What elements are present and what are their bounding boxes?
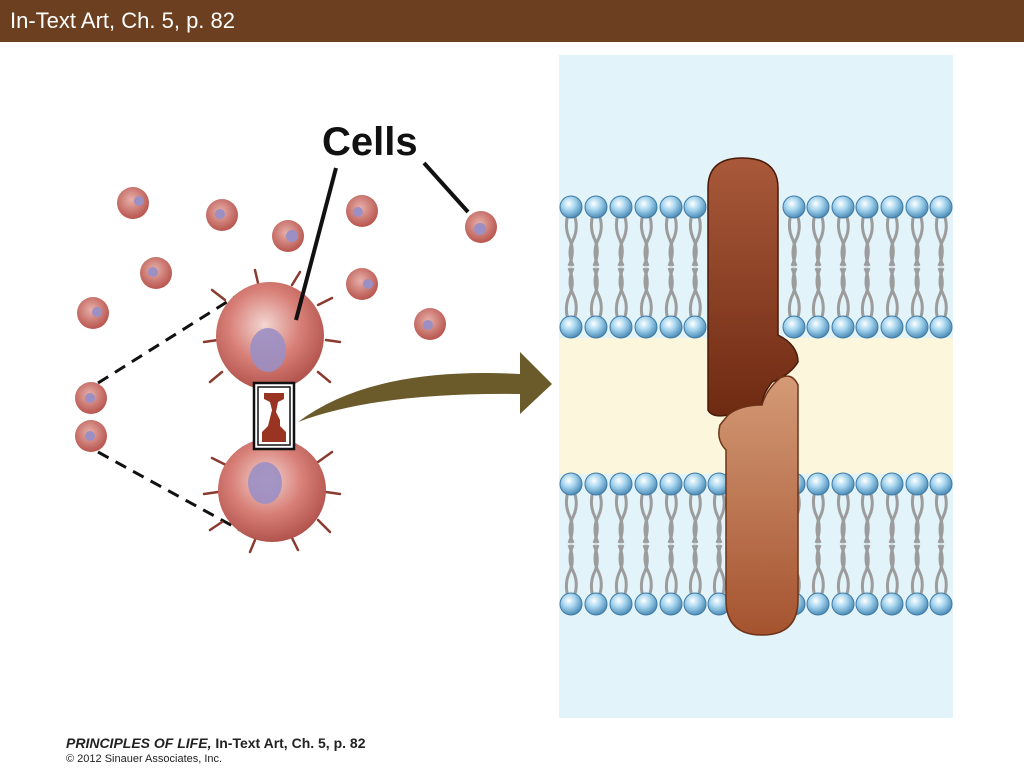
large-cell-bottom (202, 438, 342, 554)
zoom-line-bottom (97, 450, 241, 532)
small-cell (75, 382, 107, 414)
footer-citation: PRINCIPLES OF LIFE, In-Text Art, Ch. 5, … (66, 735, 366, 751)
cell-population (75, 161, 497, 554)
zoom-arrow (298, 352, 552, 422)
large-cell-top (202, 268, 342, 390)
small-cell (346, 195, 378, 227)
copyright-notice: © 2012 Sinauer Associates, Inc. (66, 753, 223, 765)
figure-reference: In-Text Art, Ch. 5, p. 82 (211, 735, 366, 751)
junction-protein-lower (718, 375, 799, 636)
membrane-panel (559, 55, 953, 718)
cells-label: Cells (322, 120, 418, 164)
slide-title: In-Text Art, Ch. 5, p. 82 (10, 8, 235, 33)
zoom-line-top (97, 288, 247, 385)
small-cell (75, 420, 107, 452)
small-cell (206, 199, 238, 231)
label-pointer-large-cell (294, 167, 338, 321)
small-cell (272, 220, 304, 252)
small-cell (77, 297, 109, 329)
small-cell (117, 187, 149, 219)
book-title: PRINCIPLES OF LIFE, (66, 735, 212, 751)
junction-inset (252, 381, 296, 451)
small-cell (346, 268, 378, 300)
header-bar: In-Text Art, Ch. 5, p. 82 (0, 0, 1024, 42)
small-cell (140, 257, 172, 289)
small-cell (465, 211, 497, 243)
small-cell (414, 308, 446, 340)
label-pointer-small-cell (422, 161, 470, 214)
